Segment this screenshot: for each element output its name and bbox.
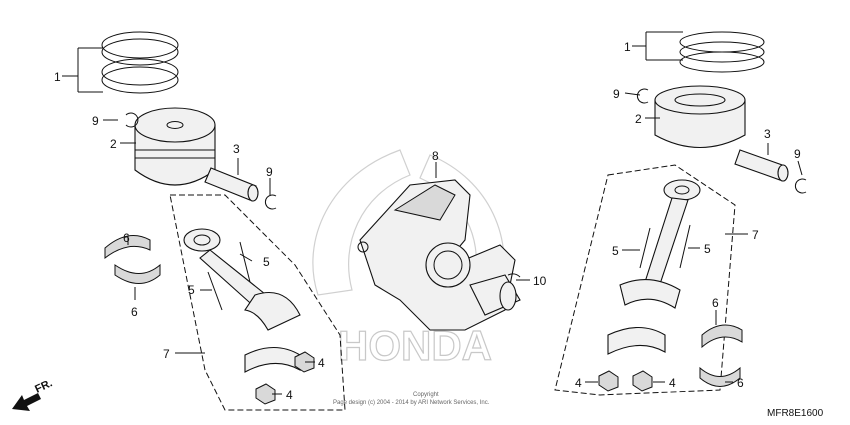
callout-9-right-b: 9 <box>794 147 801 161</box>
callout-2-right: 2 <box>635 112 642 126</box>
front-direction-arrow-icon <box>12 393 41 411</box>
pin-clip-left-a <box>125 112 139 128</box>
piston-pin-right <box>734 149 789 182</box>
callout-6-right-top: 6 <box>712 296 719 310</box>
bearing-right-top <box>701 324 743 349</box>
nut-right-a <box>598 370 619 392</box>
watermark-text: HONDA <box>338 322 492 369</box>
callout-10: 10 <box>533 274 547 288</box>
bolt-right-a <box>639 227 651 269</box>
callout-7-right: 7 <box>752 228 759 242</box>
conrod-group-right-outline <box>554 164 736 396</box>
callout-3-right: 3 <box>764 127 771 141</box>
callout-5-right-b: 5 <box>704 242 711 256</box>
piston-rings-right <box>679 31 765 73</box>
bearing-right-bot <box>699 366 741 387</box>
copyright-line2: Page design (c) 2004 - 2014 by ARI Netwo… <box>333 400 490 406</box>
pin-clip-right-a <box>636 88 649 104</box>
callout-4-right-b: 4 <box>669 376 676 390</box>
callout-4-left-b: 4 <box>286 388 293 402</box>
conrod-cap-right <box>607 326 666 355</box>
leader-lines <box>62 31 803 395</box>
callout-6-right-bot: 6 <box>737 376 744 390</box>
callout-2-left: 2 <box>110 137 117 151</box>
bolt-right-b <box>679 224 691 269</box>
bolt-left-b <box>207 271 223 311</box>
diagram-code: MFR8E1600 <box>767 408 824 419</box>
callout-6-left-top: 6 <box>123 231 130 245</box>
callout-8: 8 <box>432 149 439 163</box>
callouts: 1 9 2 3 9 6 6 5 5 7 4 4 8 10 1 9 2 3 9 7… <box>54 40 801 402</box>
callout-9-left: 9 <box>92 114 99 128</box>
conrod-cap-left <box>244 346 301 373</box>
nut-left-b <box>255 383 276 405</box>
conrod-right <box>619 179 701 309</box>
callout-6-left-bot: 6 <box>131 305 138 319</box>
key-10 <box>507 273 521 278</box>
conrod-group-left-outline <box>169 194 346 411</box>
callout-9-left-b: 9 <box>266 165 273 179</box>
callout-7-left: 7 <box>163 347 170 361</box>
direction-label: FR. <box>33 377 54 395</box>
nut-left-a <box>294 351 315 373</box>
pin-clip-right-b <box>794 178 807 194</box>
piston-rings-left <box>101 31 179 94</box>
bearing-left-top <box>104 235 151 260</box>
callout-4-left-a: 4 <box>318 356 325 370</box>
callout-9-right: 9 <box>613 87 620 101</box>
nut-right-b <box>632 370 653 392</box>
conrod-left <box>183 228 301 331</box>
copyright-line1: Copyright <box>413 392 439 398</box>
callout-3-left: 3 <box>233 142 240 156</box>
callout-4-right-a: 4 <box>575 376 582 390</box>
callout-5-left-b: 5 <box>188 283 195 297</box>
pin-clip-left-b <box>264 194 277 210</box>
callout-1-right: 1 <box>624 40 631 54</box>
piston-pin-left <box>204 167 259 202</box>
callout-5-right-a: 5 <box>612 244 619 258</box>
callout-5-left-a: 5 <box>263 255 270 269</box>
piston-left <box>134 107 216 186</box>
crankshaft <box>357 179 521 331</box>
bearing-left-bot <box>114 263 161 284</box>
callout-1-left: 1 <box>54 70 61 84</box>
bolt-left-a <box>239 241 251 283</box>
piston-right <box>654 85 746 149</box>
